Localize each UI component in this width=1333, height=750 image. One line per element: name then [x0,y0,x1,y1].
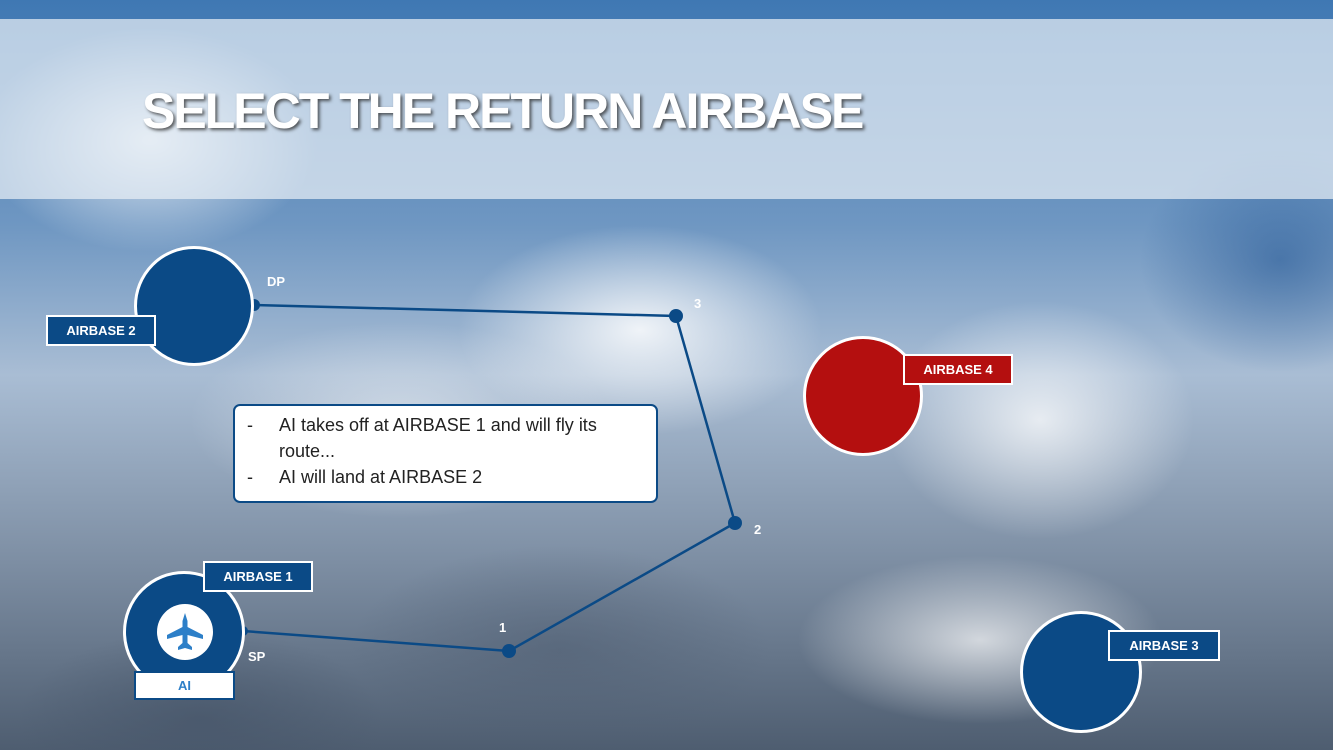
note-line-text: AI takes off at AIRBASE 1 and will fly i… [279,415,597,461]
note-line: - AI takes off at AIRBASE 1 and will fly… [247,412,644,464]
note-line: - AI will land at AIRBASE 2 [247,464,644,490]
waypoint-label-1: 1 [499,620,507,635]
waypoint-label-sp: SP [248,649,266,664]
waypoint-label-3: 3 [694,296,702,311]
bullet-dash: - [247,467,253,487]
waypoint-marker-1 [502,644,516,658]
airbase-1-label: AIRBASE 1 [203,561,313,592]
waypoint-label-2: 2 [754,522,762,537]
ai-unit-label: AI [134,671,235,700]
info-note: - AI takes off at AIRBASE 1 and will fly… [233,404,658,503]
waypoint-label-dp: DP [267,274,286,289]
waypoint-marker-2 [728,516,742,530]
page-title: SELECT THE RETURN AIRBASE [142,83,864,139]
note-line-text: AI will land at AIRBASE 2 [279,467,483,487]
airbase-3-label: AIRBASE 3 [1108,630,1220,661]
bullet-dash: - [247,415,253,435]
waypoint-marker-3 [669,309,683,323]
airbase-4-label: AIRBASE 4 [903,354,1013,385]
airbase-2-circle[interactable] [134,246,254,366]
fighter-jet-icon[interactable] [157,604,213,660]
airbase-2-label: AIRBASE 2 [46,315,156,346]
title-band [0,19,1333,199]
